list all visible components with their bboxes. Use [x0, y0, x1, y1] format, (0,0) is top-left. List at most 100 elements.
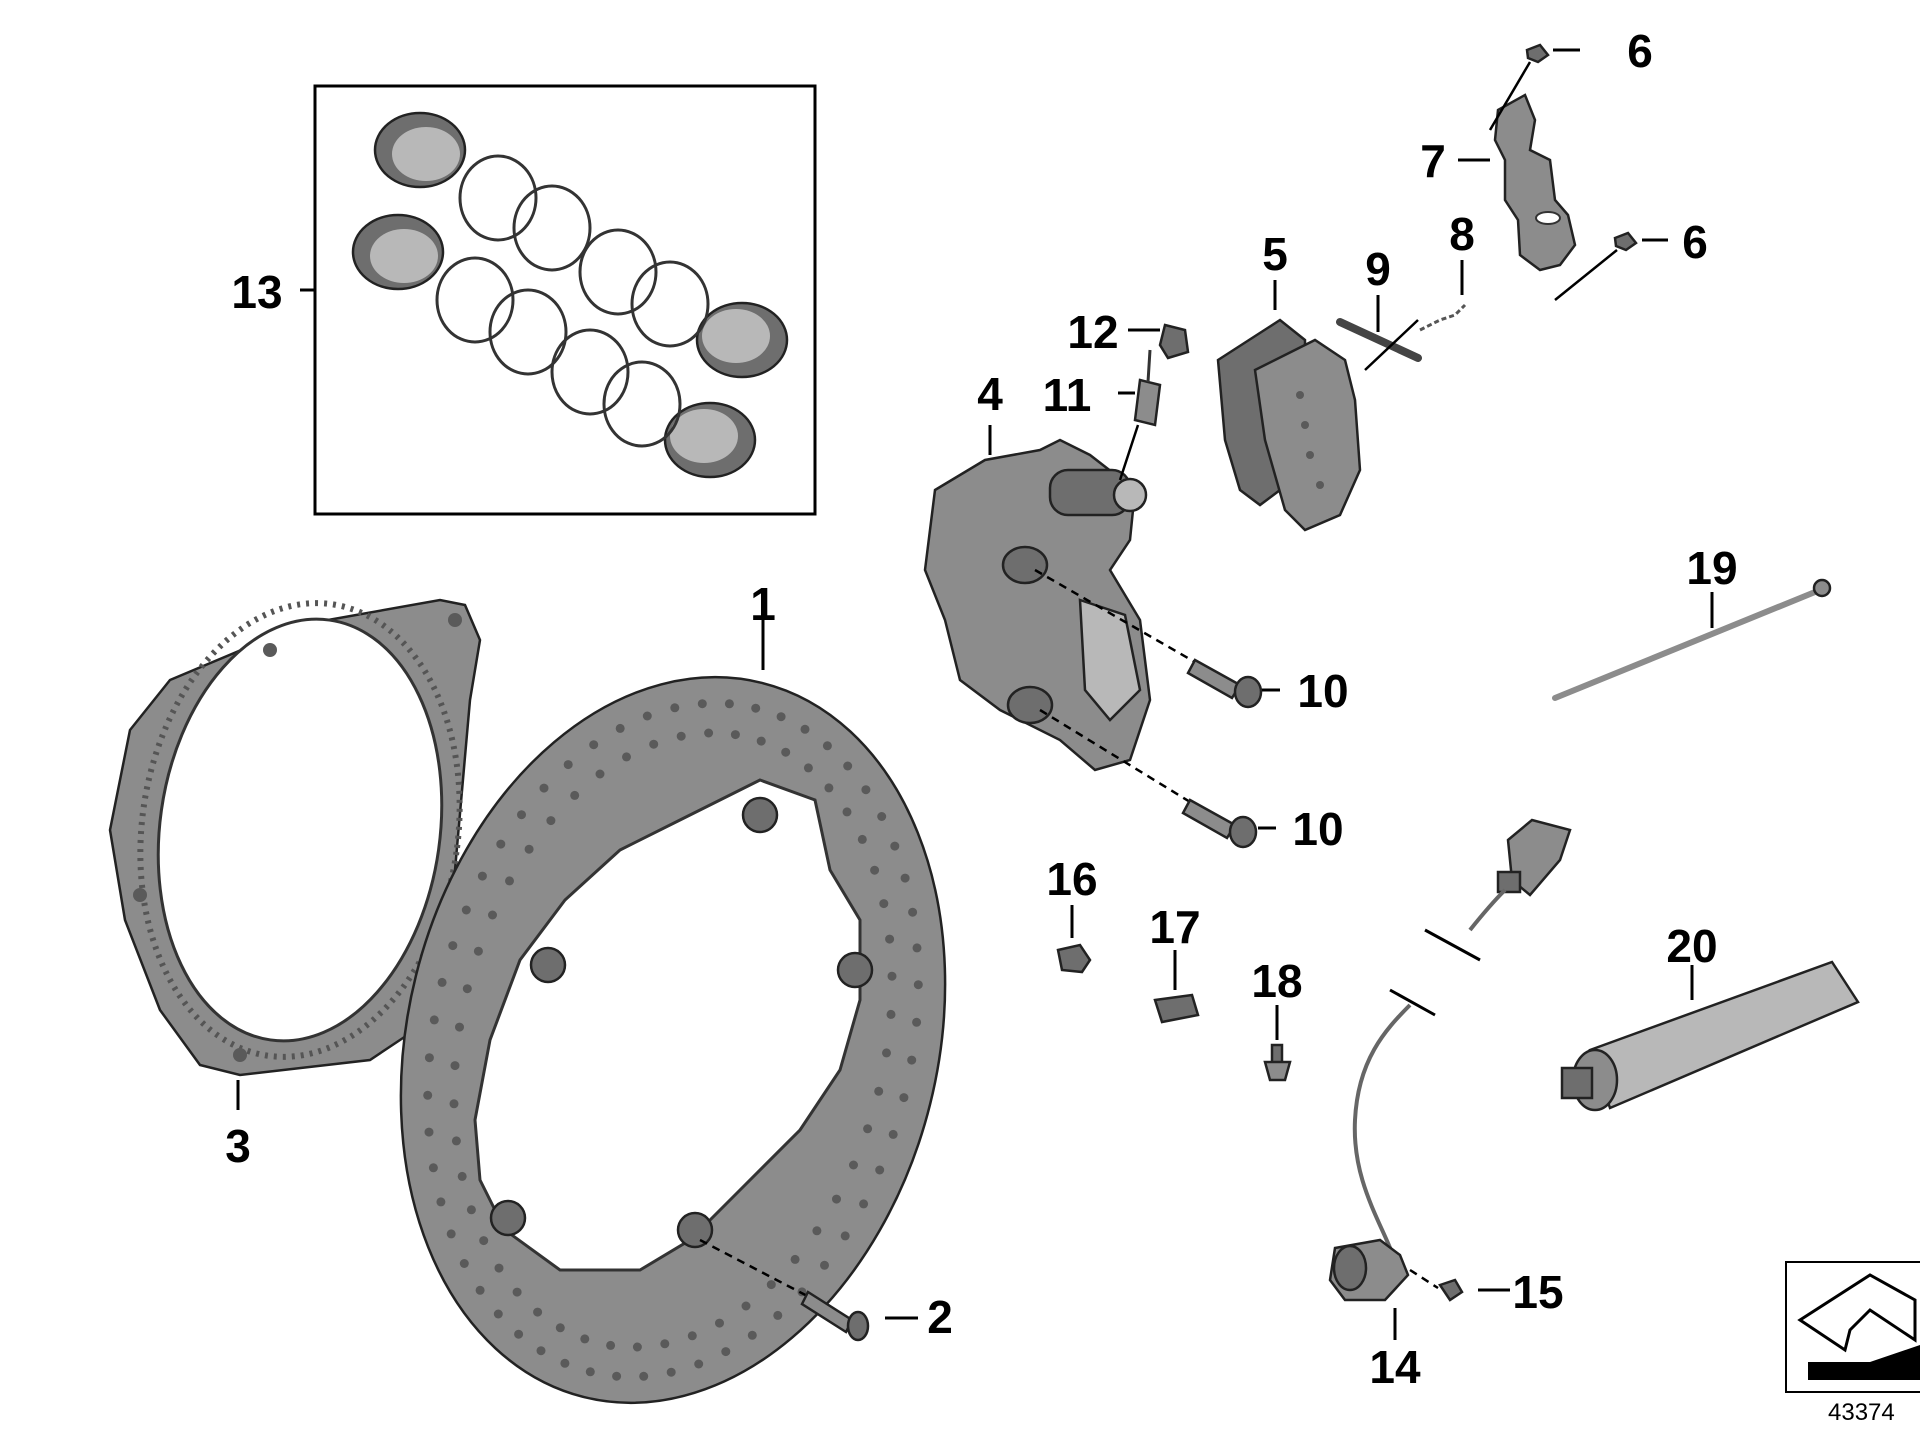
spring-clip — [1419, 260, 1467, 332]
drill-hole — [694, 1359, 704, 1369]
seal-ring — [550, 328, 630, 416]
seal-ring — [630, 260, 710, 348]
drill-hole — [615, 723, 625, 733]
drill-hole — [666, 1367, 676, 1377]
brake-pads — [1216, 280, 1362, 532]
drill-hole — [879, 899, 889, 909]
drill-hole — [885, 934, 895, 944]
drill-hole — [773, 1310, 783, 1320]
drill-hole — [877, 812, 887, 821]
drill-hole — [589, 740, 599, 750]
drill-hole — [861, 785, 871, 795]
disc-drill-holes — [423, 699, 923, 1381]
drill-hole — [639, 1371, 649, 1381]
drill-hole — [751, 703, 761, 713]
piston — [373, 111, 467, 189]
drill-hole — [570, 790, 580, 800]
drill-hole — [461, 905, 471, 915]
drill-hole — [477, 871, 487, 881]
callout-2: 2 — [927, 1291, 953, 1343]
callout-11: 11 — [1043, 369, 1092, 421]
seal-ring — [435, 256, 515, 344]
caliper-bolt — [1034, 568, 1280, 709]
drill-hole — [912, 1017, 922, 1027]
drill-hole — [887, 971, 897, 981]
drill-hole — [747, 1330, 757, 1340]
drill-hole — [448, 941, 458, 951]
seal-ring — [512, 184, 592, 272]
drill-hole — [457, 1171, 467, 1181]
clip — [1153, 950, 1200, 1024]
drill-hole — [704, 728, 714, 738]
drill-hole — [822, 741, 832, 751]
callout-17: 17 — [1149, 901, 1200, 953]
drill-hole — [555, 1323, 565, 1333]
seal-ring — [488, 288, 568, 376]
callout-20: 20 — [1666, 920, 1717, 972]
callout-9: 9 — [1365, 243, 1391, 295]
seal-ring — [578, 228, 658, 316]
clip — [1056, 905, 1092, 974]
drill-hole — [840, 1231, 850, 1241]
drill-hole — [870, 865, 880, 875]
drill-hole — [912, 943, 922, 953]
drill-hole — [874, 1086, 884, 1096]
drill-hole — [800, 724, 810, 734]
callout-18: 18 — [1251, 955, 1302, 1007]
drill-hole — [697, 699, 707, 709]
drill-hole — [781, 747, 791, 757]
drill-hole — [882, 1048, 891, 1058]
bracket-screw — [1488, 43, 1580, 131]
drill-hole — [514, 1329, 524, 1339]
callout-12: 12 — [1067, 306, 1118, 358]
drill-hole — [459, 1259, 469, 1268]
drill-hole — [446, 1229, 456, 1239]
seal-kit-group — [300, 84, 817, 516]
wheel-speed-sensor — [1328, 818, 1572, 1340]
drill-hole — [820, 1260, 829, 1270]
callout-16: 16 — [1046, 853, 1097, 905]
reference-number: 43374 — [1828, 1399, 1895, 1426]
bracket — [1458, 93, 1577, 272]
drill-hole — [580, 1334, 590, 1344]
drill-hole — [886, 1009, 896, 1019]
drill-hole — [687, 1331, 697, 1341]
drill-hole — [539, 783, 549, 793]
callout-10b: 10 — [1292, 803, 1343, 855]
callout-labels: 1 2 3 4 5 6 6 7 8 9 10 10 11 12 13 14 15… — [225, 25, 1737, 1393]
grease-tube — [1560, 960, 1860, 1112]
drill-hole — [428, 1163, 438, 1173]
seal-ring — [602, 360, 682, 448]
clip — [1263, 1005, 1292, 1082]
disc-mount-boss — [529, 946, 567, 984]
drill-hole — [449, 1099, 459, 1109]
bracket-screw — [1554, 231, 1668, 301]
piston — [663, 401, 757, 479]
brake-disc — [399, 615, 947, 1405]
drill-hole — [488, 910, 497, 920]
drill-hole — [560, 1358, 570, 1368]
drill-hole — [803, 763, 813, 773]
drill-hole — [724, 699, 734, 709]
drill-hole — [546, 816, 556, 826]
callout-5: 5 — [1262, 228, 1288, 280]
callout-13: 13 — [231, 266, 282, 318]
disc-mount-boss — [836, 951, 874, 989]
drill-hole — [741, 1301, 751, 1311]
drill-hole — [857, 834, 867, 844]
drill-hole — [824, 783, 834, 793]
drill-hole — [496, 839, 506, 849]
callout-10a: 10 — [1297, 665, 1348, 717]
caliper-bolt — [1039, 708, 1276, 849]
drill-hole — [612, 1371, 622, 1381]
callout-4: 4 — [977, 368, 1003, 420]
callout-6b: 6 — [1682, 216, 1708, 268]
seal-ring — [458, 154, 538, 242]
disc-carrier-opening — [473, 778, 862, 1272]
disc-mount-boss — [489, 1199, 527, 1237]
abs-sensor-ring — [108, 598, 482, 1110]
drill-hole — [670, 703, 680, 713]
callout-8: 8 — [1449, 208, 1475, 260]
drill-hole — [450, 1061, 460, 1071]
